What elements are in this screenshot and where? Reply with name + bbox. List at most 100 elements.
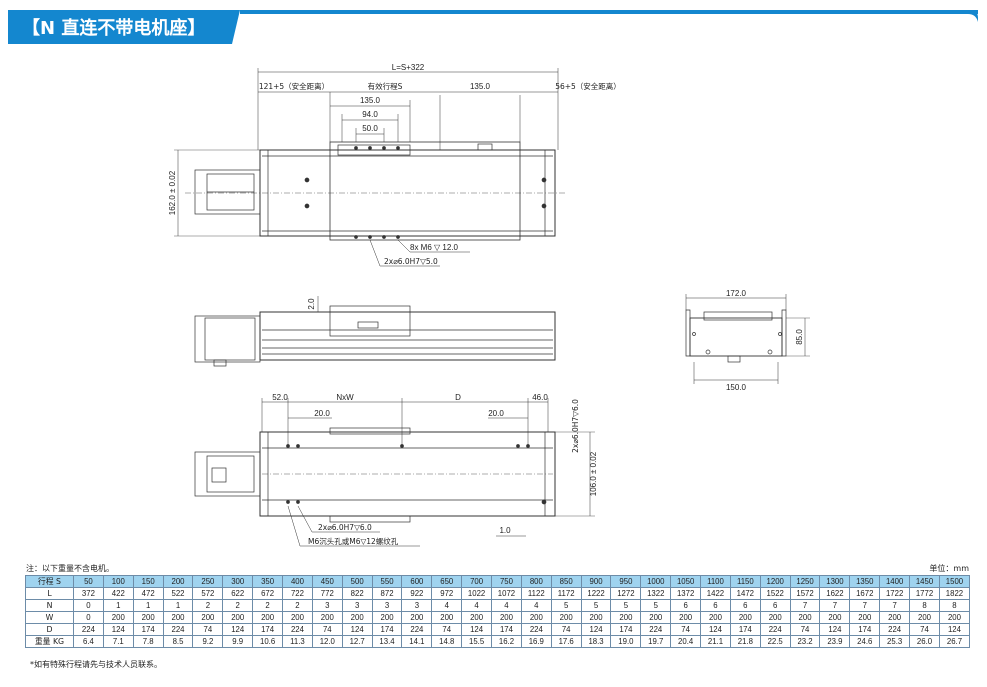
table-cell: 74	[670, 623, 702, 636]
table-cell: 200	[162, 611, 194, 624]
dim-right-safe: 56+5（安全距离）	[555, 81, 621, 91]
table-cell: 3	[311, 599, 343, 612]
table-cell: 224	[282, 623, 313, 636]
table-cell: 1400	[879, 575, 911, 588]
table-cell: 1500	[938, 575, 971, 588]
dim-172: 172.0	[726, 289, 747, 298]
table-cell: 74	[789, 623, 821, 636]
table-cell: 350	[252, 575, 284, 588]
dim-20-right: 20.0	[488, 409, 504, 418]
table-cell: 1122	[520, 587, 552, 600]
table-cell: 200	[520, 611, 552, 624]
table-cell: 1572	[789, 587, 821, 600]
table-cell: 174	[252, 623, 284, 636]
table-cell: 224	[73, 623, 104, 636]
table-cell: 1300	[819, 575, 851, 588]
table-cell: 522	[162, 587, 194, 600]
dim-total: L=S+322	[392, 63, 425, 72]
dim-162: 162.0 ± 0.02	[168, 170, 177, 215]
table-cell: 1200	[759, 575, 791, 588]
table-cell: 200	[700, 611, 731, 624]
table-cell: 9.9	[222, 635, 254, 648]
table-cell: 0	[73, 611, 104, 624]
table-cell: 11.3	[282, 635, 313, 648]
table-cell: 224	[162, 623, 194, 636]
table-cell: 174	[729, 623, 761, 636]
table-cell: 200	[222, 611, 254, 624]
table-cell: 750	[491, 575, 522, 588]
table-cell: 0	[73, 599, 104, 612]
holes-callout-bottom: M6沉头孔或M6▽12螺纹孔	[308, 536, 399, 546]
row-label: W	[25, 611, 74, 624]
table-cell: 1150	[729, 575, 761, 588]
dim-135: 135.0	[360, 96, 381, 105]
table-cell: 1022	[461, 587, 493, 600]
unit-label: 单位：mm	[929, 564, 969, 573]
table-cell: 600	[401, 575, 433, 588]
table-cell: 124	[102, 623, 134, 636]
table-cell: 24.6	[849, 635, 881, 648]
pin-callout-bottom: 2x⌀6.0H7▽6.0	[318, 523, 372, 532]
table-cell: 18.3	[580, 635, 612, 648]
table-cell: 13.4	[371, 635, 403, 648]
table-cell: 200	[102, 611, 134, 624]
bolt-callout: 8x M6 ▽ 12.0	[410, 243, 459, 252]
table-cell: 7	[819, 599, 851, 612]
table-cell: 200	[789, 611, 821, 624]
table-cell: 200	[849, 611, 881, 624]
dim-20-left: 20.0	[314, 409, 330, 418]
table-cell: 800	[520, 575, 552, 588]
dim-106: 106.0 ± 0.02	[589, 451, 598, 496]
table-cell: 1822	[938, 587, 971, 600]
table-cell: 5	[550, 599, 582, 612]
table-cell: 1672	[849, 587, 881, 600]
table-cell: 872	[371, 587, 403, 600]
table-cell: 1250	[789, 575, 821, 588]
table-cell: 200	[938, 611, 971, 624]
table-cell: 1450	[909, 575, 940, 588]
table-cell: 74	[192, 623, 224, 636]
table-cell: 3	[341, 599, 373, 612]
table-cell: 174	[132, 623, 164, 636]
weight-note: 注：以下重量不含电机。	[26, 564, 114, 573]
table-cell: 2	[252, 599, 284, 612]
table-cell: 1422	[700, 587, 731, 600]
table-cell: 972	[431, 587, 463, 600]
table-cell: 450	[311, 575, 343, 588]
table-cell: 500	[341, 575, 373, 588]
table-cell: 224	[879, 623, 911, 636]
table-cell: 124	[341, 623, 373, 636]
table-cell: 3	[401, 599, 433, 612]
table-cell: 200	[252, 611, 284, 624]
table-cell: 21.8	[729, 635, 761, 648]
table-cell: 700	[461, 575, 493, 588]
table-cell: 472	[132, 587, 164, 600]
table-cell: 900	[580, 575, 612, 588]
table-cell: 200	[879, 611, 911, 624]
table-cell: 174	[849, 623, 881, 636]
table-cell: 1722	[879, 587, 911, 600]
dim-94: 94.0	[362, 110, 378, 119]
table-cell: 19.0	[610, 635, 642, 648]
table-cell: 7	[849, 599, 881, 612]
table-cell: 6	[759, 599, 791, 612]
table-cell: 174	[371, 623, 403, 636]
table-cell: 1050	[670, 575, 702, 588]
table-cell: 74	[550, 623, 582, 636]
table-cell: 1	[162, 599, 194, 612]
table-cell: 622	[222, 587, 254, 600]
table-cell: 174	[491, 623, 522, 636]
row-label: 重量 KG	[25, 635, 74, 648]
table-cell: 5	[640, 599, 672, 612]
footnote: *如有特殊行程请先与技术人员联系。	[30, 660, 162, 669]
table-cell: 74	[909, 623, 940, 636]
table-cell: 1350	[849, 575, 881, 588]
table-cell: 722	[282, 587, 313, 600]
table-cell: 7	[789, 599, 821, 612]
table-cell: 200	[640, 611, 672, 624]
dim-52: 52.0	[272, 393, 288, 402]
